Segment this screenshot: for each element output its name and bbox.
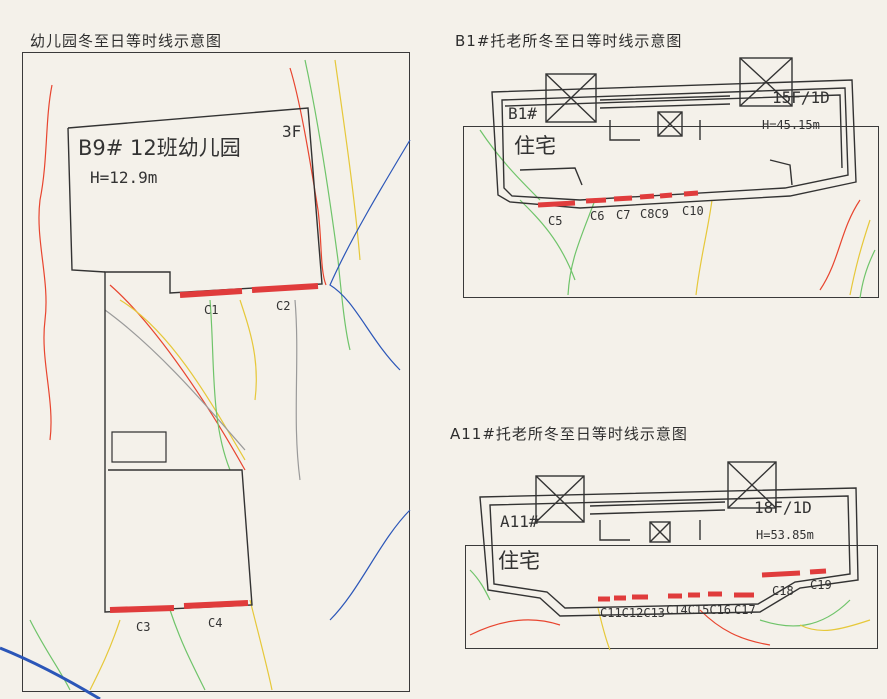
- a11-building: [479, 461, 859, 617]
- label-c5: C5: [548, 214, 563, 228]
- window-c1: [179, 288, 243, 298]
- label-c14c15c16: C14C15C16: [666, 603, 732, 617]
- label-c17: C17: [734, 603, 756, 617]
- pen-stroke: [0, 646, 101, 699]
- b1-site-frame: [463, 126, 879, 298]
- label-c3: C3: [136, 620, 151, 634]
- a11-building-use: 住宅: [498, 549, 540, 573]
- label-c18: C18: [772, 584, 794, 598]
- kindergarten-height: H=12.9m: [90, 168, 158, 187]
- kindergarten-sunlight-lines: [29, 59, 411, 691]
- a11-site-frame: [465, 545, 878, 649]
- b1-building-id: B1#: [508, 104, 537, 123]
- b1-building: [491, 57, 857, 209]
- kindergarten-diagram-title: 幼儿园冬至日等时线示意图: [30, 32, 223, 50]
- a11-windows: [598, 568, 827, 602]
- b1-windows: [537, 190, 699, 208]
- label-c1: C1: [204, 303, 219, 317]
- window-c3: [109, 605, 175, 613]
- b1-diagram-title: B1#托老所冬至日等时线示意图: [455, 32, 683, 50]
- kindergarten-building-outline: [67, 107, 323, 613]
- label-c8c9: C8C9: [640, 207, 669, 221]
- a11-sunlight-lines: [469, 569, 871, 651]
- label-c2: C2: [276, 299, 291, 313]
- label-c6: C6: [590, 209, 605, 223]
- b1-floors: 15F/1D: [772, 88, 830, 107]
- window-c2: [251, 283, 319, 293]
- a11-height: H=53.85m: [756, 528, 814, 542]
- label-c7: C7: [616, 208, 631, 222]
- kindergarten-floors: 3F: [282, 122, 302, 141]
- label-c10: C10: [682, 204, 704, 218]
- a11-building-id: A11#: [500, 512, 539, 531]
- b1-building-use: 住宅: [514, 134, 556, 158]
- b1-sunlight-lines: [479, 129, 876, 299]
- window-c4: [183, 600, 249, 609]
- kindergarten-building-name: B9# 12班幼儿园: [78, 136, 241, 160]
- b1-height: H=45.15m: [762, 118, 820, 132]
- kindergarten-frame: [22, 52, 410, 692]
- label-c4: C4: [208, 616, 223, 630]
- label-c11c12c13: C11C12C13: [600, 606, 666, 620]
- a11-floors: 18F/1D: [754, 498, 812, 517]
- kindergarten-windows: [109, 283, 319, 613]
- kindergarten-annex-box: [111, 431, 167, 463]
- a11-diagram-title: A11#托老所冬至日等时线示意图: [450, 425, 688, 443]
- label-c19: C19: [810, 578, 832, 592]
